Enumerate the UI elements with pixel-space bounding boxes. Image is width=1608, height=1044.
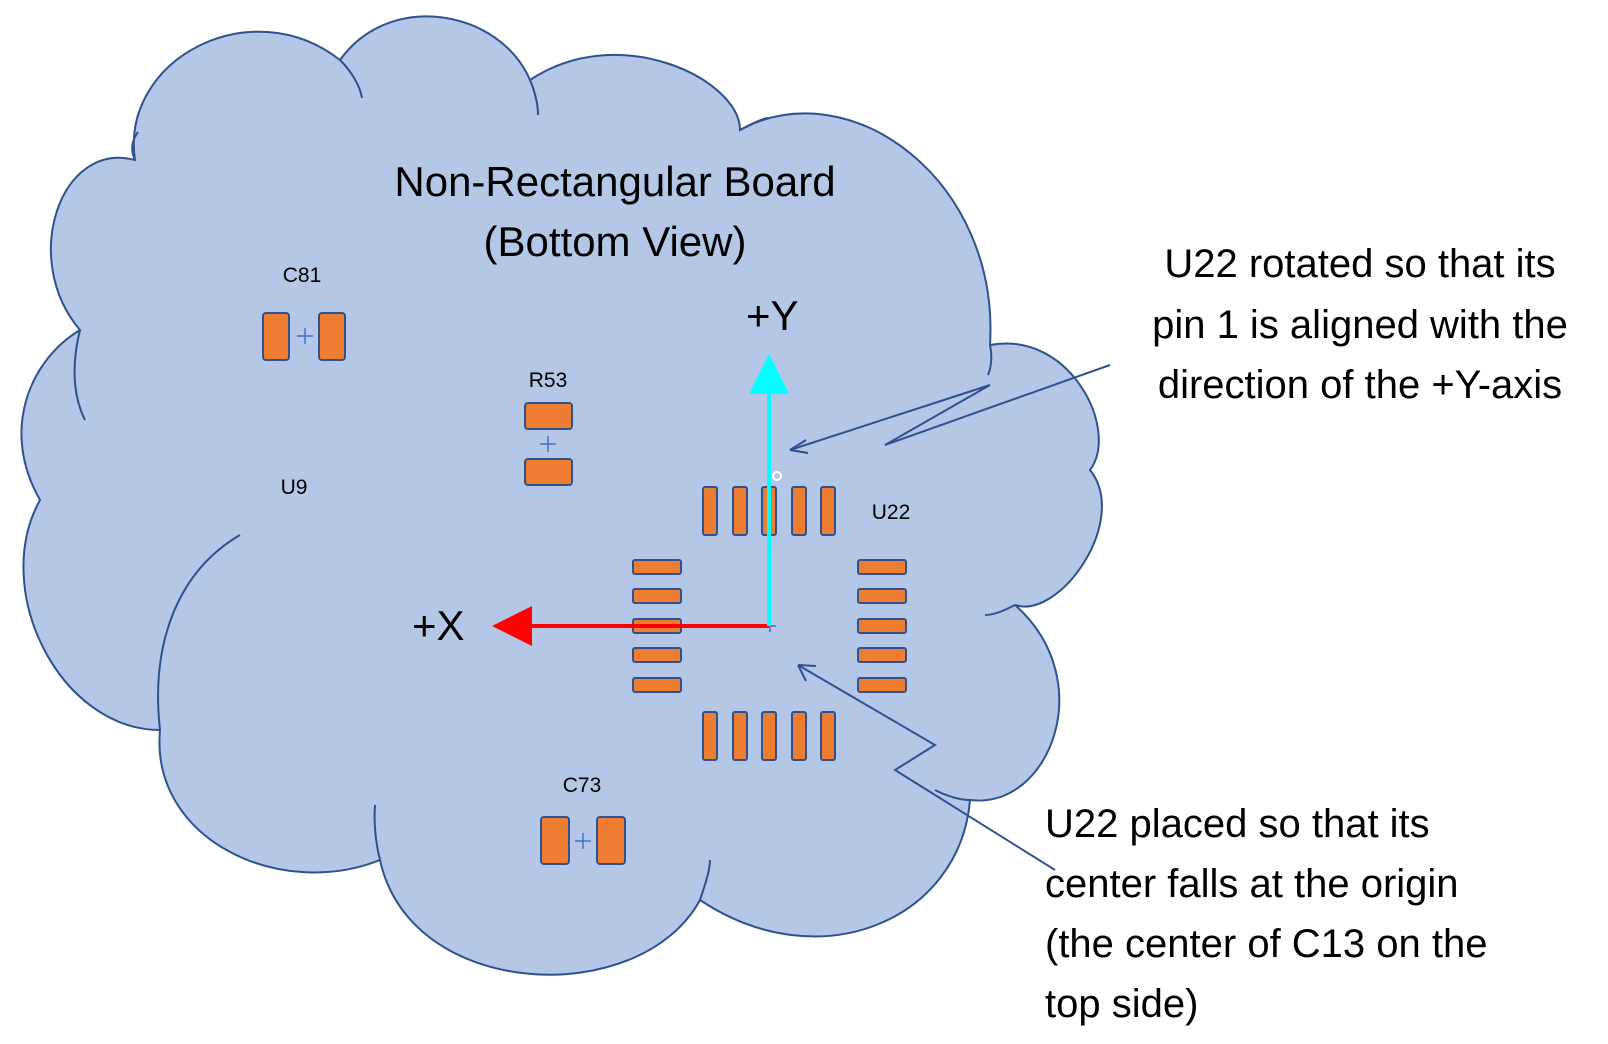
c73-footprint xyxy=(540,816,626,865)
u22-pad xyxy=(732,486,748,536)
rotation-callout-line: U22 rotated so that its xyxy=(1164,242,1555,286)
u22-pad xyxy=(702,711,718,761)
cloud-inner-arc xyxy=(934,789,971,801)
cloud-inner-arc xyxy=(339,59,363,99)
u22-pad xyxy=(857,647,907,663)
placement-callout-arrow xyxy=(797,664,1056,871)
u22-pad xyxy=(632,588,682,604)
u22-pin1-marker xyxy=(772,471,782,481)
u22-label: U22 xyxy=(872,501,911,524)
placement-callout-line: U22 placed so that its xyxy=(1045,802,1430,846)
r53-center-mark xyxy=(540,436,556,452)
u22-pad xyxy=(702,486,718,536)
r53-label: R53 xyxy=(529,369,568,392)
u22-footprint xyxy=(632,471,907,761)
u22-pad xyxy=(732,711,748,761)
u22-pad xyxy=(857,618,907,634)
u22-pad xyxy=(857,677,907,693)
rotation-leader-line xyxy=(789,364,1111,451)
c81-pad xyxy=(262,312,290,361)
u22-pad xyxy=(632,677,682,693)
cloud-inner-arc xyxy=(157,534,241,731)
u22-pad xyxy=(820,711,836,761)
rotation-callout-arrow xyxy=(789,364,1111,454)
c81-label: C81 xyxy=(283,264,322,287)
cloud-inner-arc xyxy=(739,117,769,131)
cloud-inner-arc xyxy=(529,79,539,116)
c73-pad xyxy=(540,816,570,865)
u22-pad xyxy=(857,588,907,604)
cloud-inner-arc xyxy=(131,131,139,161)
u22-pad xyxy=(820,486,836,536)
y-axis-label: +Y xyxy=(746,292,799,339)
rotation-callout: U22 rotated so that its pin 1 is aligned… xyxy=(1152,242,1568,407)
placement-leader-line xyxy=(797,664,1056,871)
rotation-callout-line: pin 1 is aligned with the xyxy=(1152,303,1568,347)
board-title-line2: (Bottom View) xyxy=(484,218,747,265)
c81-center-mark xyxy=(297,328,313,344)
cloud-inner-arc xyxy=(699,859,711,901)
c73-center-mark xyxy=(575,833,591,849)
cloud-inner-arc xyxy=(987,344,993,376)
placement-callout: U22 placed so that its center falls at t… xyxy=(1045,802,1488,1026)
board-title-line1: Non-Rectangular Board xyxy=(394,158,835,205)
u22-pad xyxy=(791,486,807,536)
rotation-arrowhead xyxy=(789,439,809,454)
u22-pad xyxy=(857,559,907,575)
r53-pad xyxy=(524,402,573,430)
cloud-inner-arc xyxy=(373,804,381,861)
u22-pad xyxy=(632,559,682,575)
placement-callout-line: top side) xyxy=(1045,982,1198,1026)
cloud-inner-arc xyxy=(984,604,1016,616)
u22-pad xyxy=(761,711,777,761)
placement-callout-line: center falls at the origin xyxy=(1045,862,1459,906)
placement-callout-line: (the center of C13 on the xyxy=(1045,922,1488,966)
r53-pad xyxy=(524,458,573,486)
x-axis-label: +X xyxy=(412,602,465,649)
u9-label: U9 xyxy=(281,476,308,499)
u22-pad xyxy=(632,647,682,663)
cloud-inner-arc xyxy=(73,329,86,421)
c81-footprint xyxy=(262,312,346,361)
c73-pad xyxy=(596,816,626,865)
r53-footprint xyxy=(524,402,573,486)
c81-pad xyxy=(318,312,346,361)
placement-arrowhead xyxy=(797,664,817,682)
rotation-callout-line: direction of the +Y-axis xyxy=(1158,363,1562,407)
u22-pad xyxy=(791,711,807,761)
c73-label: C73 xyxy=(563,774,602,797)
